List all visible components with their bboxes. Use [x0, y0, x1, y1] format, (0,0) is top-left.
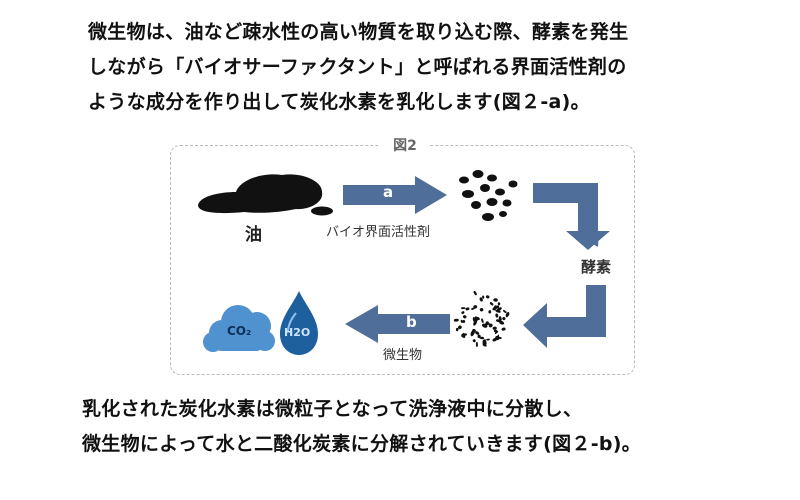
oil-puddle-icon — [198, 174, 333, 216]
outro-line-2: 微生物によって水と二酸化炭素に分解されていきます(図２-b)。 — [82, 433, 642, 455]
co2-label: CO₂ — [227, 324, 252, 338]
figure-title: 図2 — [380, 135, 430, 155]
co2-cloud-icon — [203, 305, 275, 352]
arrow-b-label: b — [406, 313, 417, 331]
emulsified-droplets-icon — [459, 170, 518, 221]
oil-label: 油 — [245, 225, 262, 245]
outro-paragraph: 乳化された炭化水素は微粒子となって洗浄液中に分散し、 微生物によって水と二酸化炭… — [82, 392, 641, 462]
biosurfactant-label: バイオ界面活性剤 — [326, 225, 431, 240]
intro-paragraph: 微生物は、油など疎水性の高い物質を取り込む際、酵素を発生 しながら「バイオサーフ… — [88, 15, 628, 120]
microbe-cluster-icon — [453, 290, 510, 347]
microbe-label: 微生物 — [383, 348, 423, 363]
arrow-b-icon — [345, 305, 450, 343]
h2o-label: H2O — [284, 326, 311, 339]
outro-line-1: 乳化された炭化水素は微粒子となって洗浄液中に分散し、 — [82, 398, 583, 420]
intro-line-2: しながら「バイオサーファクタント」と呼ばれる界面活性剤の — [88, 56, 627, 78]
arrow-left-down-icon — [523, 285, 606, 348]
arrow-down-shape — [533, 183, 610, 250]
intro-line-1: 微生物は、油など疎水性の高い物質を取り込む際、酵素を発生 — [88, 21, 629, 43]
water-drop-icon — [280, 291, 318, 355]
arrow-a-label: a — [383, 183, 394, 201]
water-drop-highlight — [287, 312, 297, 333]
arrow-a-icon — [343, 176, 447, 214]
enzyme-label: 酵素 — [581, 258, 612, 276]
intro-line-3: ような成分を作り出して炭化水素を乳化します(図２-a)。 — [88, 91, 590, 113]
